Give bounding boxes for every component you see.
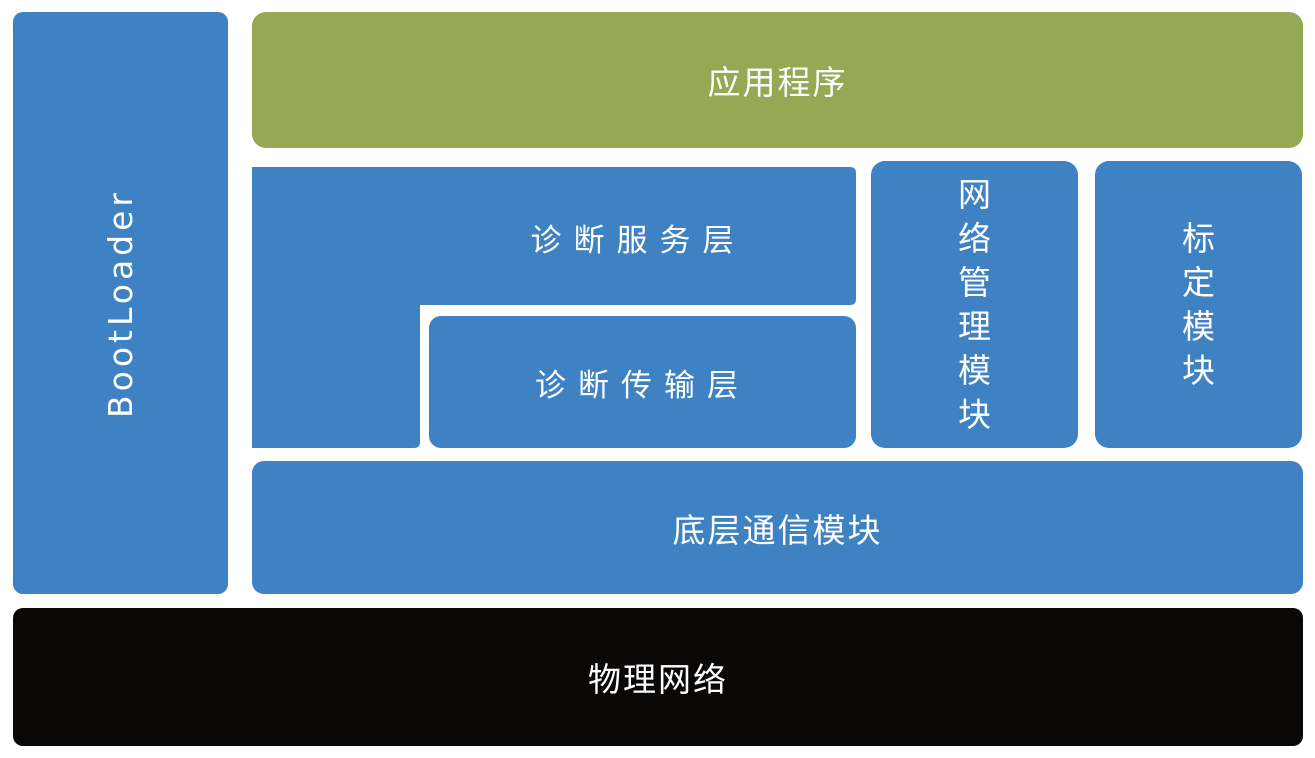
bootloader-label: BootLoader [101, 188, 140, 418]
physical-network-label: 物理网络 [588, 660, 728, 699]
physical-network-block: 物理网络 [13, 608, 1303, 746]
calibration-char: 块 [1182, 350, 1215, 390]
diagnostic-service-layer-block [252, 167, 856, 448]
communication-module-label: 底层通信模块 [672, 510, 883, 550]
network-management-char: 理 [958, 306, 991, 346]
diagnostic-transport-layer-label: 诊断传输层 [535, 367, 750, 404]
calibration-char: 标 [1182, 218, 1215, 258]
network-management-char: 网 [958, 174, 991, 214]
application-block: 应用程序 [252, 12, 1303, 148]
calibration-char: 模 [1182, 306, 1215, 346]
calibration-module-label: 标 定 模 块 [1182, 217, 1215, 393]
communication-module-block: 底层通信模块 [252, 461, 1303, 594]
diagnostic-service-layer-label: 诊断服务层 [530, 222, 746, 259]
network-management-module-block: 网 络 管 理 模 块 [871, 161, 1078, 448]
network-management-char: 管 [958, 262, 991, 302]
calibration-char: 定 [1182, 262, 1215, 302]
calibration-module-block: 标 定 模 块 [1095, 161, 1302, 448]
application-label: 应用程序 [707, 63, 848, 102]
diagnostic-transport-layer-block: 诊断传输层 [429, 316, 856, 448]
network-management-module-label: 网 络 管 理 模 块 [958, 173, 991, 437]
network-management-char: 络 [958, 218, 991, 258]
bootloader-block: BootLoader [13, 12, 228, 594]
network-management-char: 模 [958, 350, 991, 390]
network-management-char: 块 [958, 394, 991, 434]
